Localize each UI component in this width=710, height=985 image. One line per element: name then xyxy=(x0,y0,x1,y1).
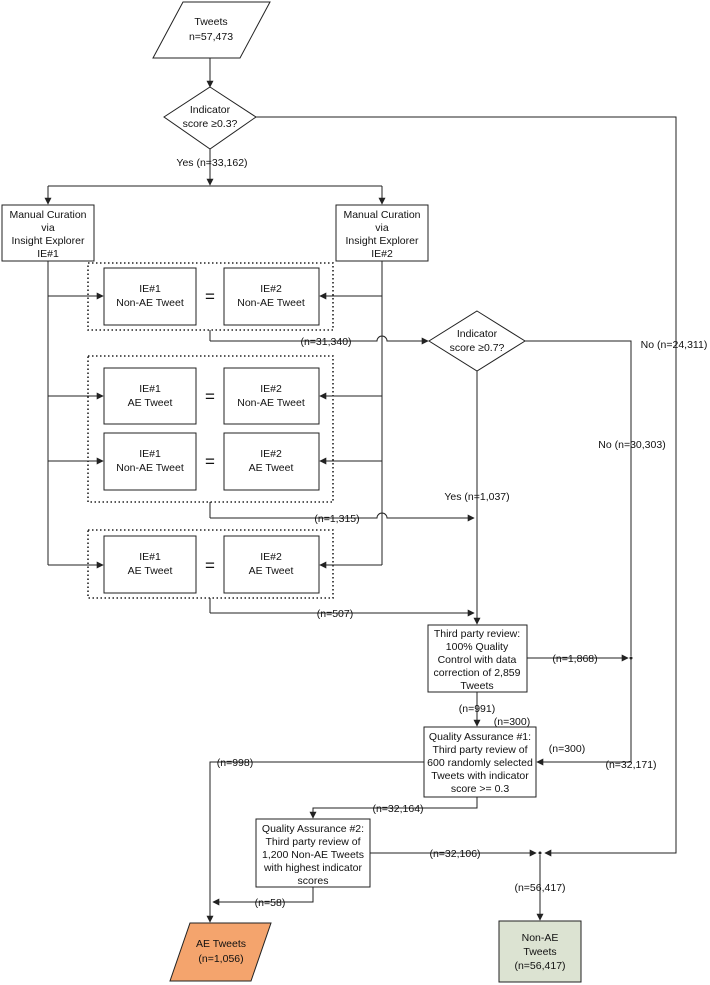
decision-indicator-07: Indicator score ≥0.7? xyxy=(428,310,526,372)
g2a-ie2-box: IE#2 Non-AE Tweet xyxy=(223,367,320,425)
qa1-line1: Quality Assurance #1: xyxy=(429,731,531,743)
qa2-line2: Third party review of xyxy=(265,836,360,848)
label-n300a: (n=300) xyxy=(494,716,530,728)
tp-line2: 100% Quality xyxy=(446,641,509,653)
label-yes-03: Yes (n=33,162) xyxy=(176,157,247,169)
equals-sign: = xyxy=(205,287,215,306)
decision-07-line2: score ≥0.7? xyxy=(450,342,505,354)
g3-ie1-box: IE#1 AE Tweet xyxy=(103,535,197,594)
label-n32164: (n=32,164) xyxy=(372,803,423,815)
qa2-line3: 1,200 Non-AE Tweets xyxy=(262,849,364,861)
label-n56417: (n=56,417) xyxy=(514,882,565,894)
label-n31340: (n=31,340) xyxy=(300,336,351,348)
ae-tweets-output: AE Tweets (n=1,056) xyxy=(169,922,272,982)
qa1-line4: Tweets with indicator xyxy=(431,770,529,782)
g3-ie2-line1: IE#2 xyxy=(260,551,282,563)
g2b-ie1-box: IE#1 Non-AE Tweet xyxy=(103,432,197,491)
non-ae-line2: Tweets xyxy=(523,946,556,958)
label-n991: (n=991) xyxy=(459,703,495,715)
g1-ie1-box: IE#1 Non-AE Tweet xyxy=(103,267,197,326)
qa2-line5: scores xyxy=(298,875,329,887)
mc1-line2: via xyxy=(41,222,55,234)
qa2-line4: with highest indicator xyxy=(263,862,363,874)
g2b-ie1-line1: IE#1 xyxy=(139,448,161,460)
tp-line5: Tweets xyxy=(460,680,493,692)
mc1-line3: Insight Explorer xyxy=(12,235,85,247)
g3-ie1-line2: AE Tweet xyxy=(128,565,173,577)
ae-label: AE Tweets xyxy=(196,938,246,950)
decision-03-line2: score ≥0.3? xyxy=(183,118,238,130)
quality-assurance-1-node: Quality Assurance #1: Third party review… xyxy=(423,726,537,798)
label-no-03: No (n=24,311) xyxy=(641,339,708,351)
label-no-07: No (n=30,303) xyxy=(598,439,665,451)
g2a-ie2-line2: Non-AE Tweet xyxy=(237,397,305,409)
decision-indicator-03: Indicator score ≥0.3? xyxy=(163,86,257,150)
g3-ie2-line2: AE Tweet xyxy=(249,565,294,577)
equals-sign: = xyxy=(205,387,215,406)
third-party-review-node: Third party review: 100% Quality Control… xyxy=(427,624,528,693)
g1-ie1-line1: IE#1 xyxy=(139,283,161,295)
tweets-label: Tweets xyxy=(194,16,227,28)
tp-line4: correction of 2,859 xyxy=(434,667,521,679)
g1-ie2-box: IE#2 Non-AE Tweet xyxy=(223,267,320,326)
qa1-line5: score >= 0.3 xyxy=(451,783,510,795)
mc2-line4: IE#2 xyxy=(371,248,393,260)
disagreement-group xyxy=(87,355,334,503)
quality-assurance-2-node: Quality Assurance #2: Third party review… xyxy=(255,818,371,888)
g3-ie1-line1: IE#1 xyxy=(139,551,161,563)
non-ae-line1: Non-AE xyxy=(522,932,559,944)
g2b-ie2-line1: IE#2 xyxy=(260,448,282,460)
decision-07-line1: Indicator xyxy=(457,328,498,340)
equals-sign: = xyxy=(205,556,215,575)
agreement-group-ae xyxy=(87,529,334,599)
label-n300b: (n=300) xyxy=(549,743,585,755)
junction-dot xyxy=(538,851,542,855)
non-ae-count: (n=56,417) xyxy=(514,960,565,972)
non-ae-tweets-output: Non-AE Tweets (n=56,417) xyxy=(498,920,582,983)
g2a-ie1-box: IE#1 AE Tweet xyxy=(103,367,197,425)
label-yes-07: Yes (n=1,037) xyxy=(444,491,509,503)
qa1-line3: 600 randomly selected xyxy=(427,757,533,769)
tweets-count: n=57,473 xyxy=(189,31,233,43)
tp-line1: Third party review: xyxy=(434,628,520,640)
g2b-ie2-line2: AE Tweet xyxy=(249,462,294,474)
g2b-ie1-line2: Non-AE Tweet xyxy=(116,462,184,474)
manual-curation-ie2: Manual Curation via Insight Explorer IE#… xyxy=(335,204,429,262)
label-n507: (n=507) xyxy=(317,608,353,620)
label-n32171: (n=32,171) xyxy=(605,759,656,771)
g1-ie1-line2: Non-AE Tweet xyxy=(116,297,184,309)
qa2-line1: Quality Assurance #2: xyxy=(262,823,364,835)
label-n1868: (n=1,868) xyxy=(552,653,597,665)
mc2-line1: Manual Curation xyxy=(343,209,420,221)
label-n1315: (n=1,315) xyxy=(314,513,359,525)
mc1-line1: Manual Curation xyxy=(9,209,86,221)
label-n32106: (n=32,106) xyxy=(429,848,480,860)
g2b-ie2-box: IE#2 AE Tweet xyxy=(223,432,320,491)
g1-ie2-line1: IE#2 xyxy=(260,283,282,295)
tp-line3: Control with data xyxy=(438,654,517,666)
manual-curation-ie1: Manual Curation via Insight Explorer IE#… xyxy=(1,204,95,262)
mc1-line4: IE#1 xyxy=(37,248,59,260)
label-n58: (n=58) xyxy=(255,897,286,909)
label-n998: (n=998) xyxy=(217,757,253,769)
g2a-ie2-line1: IE#2 xyxy=(260,383,282,395)
edge-labels: Yes (n=33,162) No (n=24,311) (n=31,340) … xyxy=(176,157,707,909)
equals-sign: = xyxy=(205,452,215,471)
g1-ie2-line2: Non-AE Tweet xyxy=(237,297,305,309)
qa1-line2: Third party review of xyxy=(432,744,527,756)
mc2-line3: Insight Explorer xyxy=(346,235,419,247)
tweets-input-node: Tweets n=57,473 xyxy=(152,1,271,59)
decision-03-line1: Indicator xyxy=(190,104,231,116)
ae-count: (n=1,056) xyxy=(198,953,243,965)
g2a-ie1-line1: IE#1 xyxy=(139,383,161,395)
g3-ie2-box: IE#2 AE Tweet xyxy=(223,535,320,594)
g2a-ie1-line2: AE Tweet xyxy=(128,397,173,409)
mc2-line2: via xyxy=(375,222,389,234)
junction-dot xyxy=(629,656,633,660)
connectors xyxy=(44,58,677,923)
